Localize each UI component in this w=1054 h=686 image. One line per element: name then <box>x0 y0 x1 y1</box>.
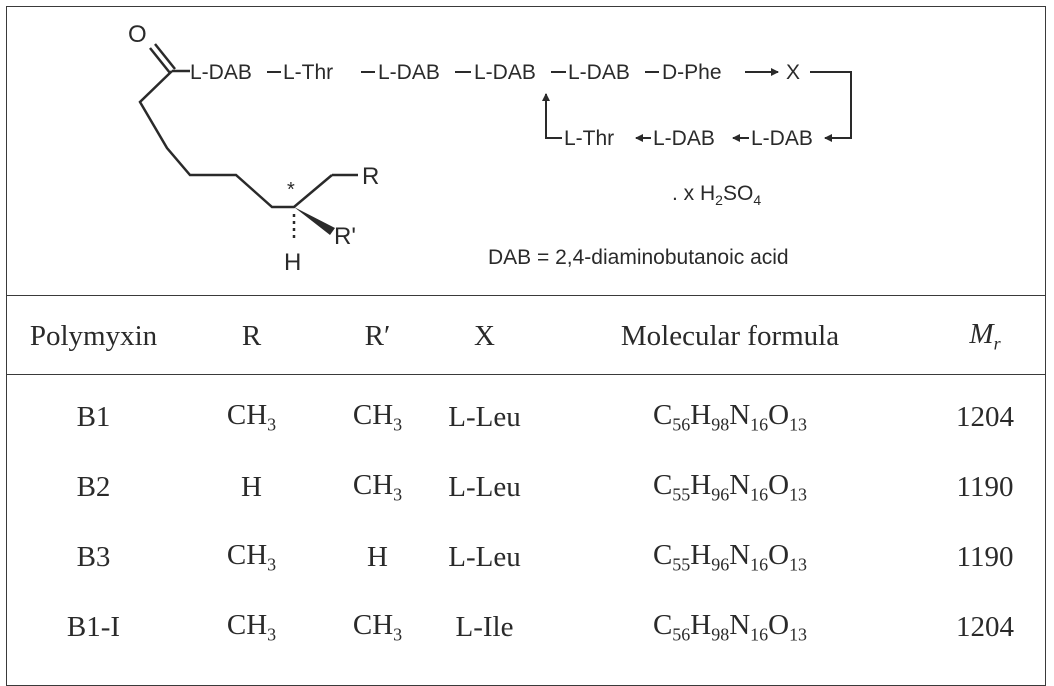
cell-r-prime: CH3 <box>352 468 403 505</box>
cell-x: L-Leu <box>448 400 521 433</box>
residue-5: L-DAB <box>568 61 630 84</box>
cell-mr: 1190 <box>956 540 1014 573</box>
cell-r: CH3 <box>226 398 277 435</box>
cell-formula: C56H98N16O13 <box>652 608 808 645</box>
residue-x: X <box>786 61 800 84</box>
ring-closure-arrow <box>810 71 852 142</box>
table-body: B1 CH3 CH3 L-Leu C56H98N16O13 1204 B2 H … <box>6 374 1046 662</box>
substituent-r-prime: R' <box>334 223 356 250</box>
residue-4: L-DAB <box>474 61 536 84</box>
peptide-chain-bottom: L-DAB L-DAB L-Thr <box>564 127 813 150</box>
residue-6: D-Phe <box>662 61 722 84</box>
carbonyl-bond <box>149 47 171 74</box>
polymyxin-structure: O * R R' H L-DAB L-Thr L-DAB L-DAB L-DAB… <box>0 0 1054 296</box>
cell-polymyxin: B3 <box>76 540 111 573</box>
cell-r-prime: CH3 <box>352 398 403 435</box>
wedge-bond <box>294 207 335 235</box>
polymyxin-table: Polymyxin R R′ X Molecular formula Mr B1… <box>6 298 1046 662</box>
cell-mr: 1204 <box>956 400 1014 433</box>
table-header-row: Polymyxin R R′ X Molecular formula Mr <box>6 298 1046 374</box>
cell-r: H <box>241 470 262 503</box>
cell-formula: C55H96N16O13 <box>652 468 808 505</box>
structure-drawing: O * R R' H L-DAB L-Thr L-DAB L-DAB L-DAB… <box>128 21 852 276</box>
table-row: B1 CH3 CH3 L-Leu C56H98N16O13 1204 <box>6 374 1046 452</box>
hydrogen-atom: H <box>284 249 301 276</box>
cell-r-prime: CH3 <box>352 608 403 645</box>
header-mr: Mr <box>969 317 1001 354</box>
header-r-prime: R′ <box>364 319 391 352</box>
residue-7: L-Thr <box>564 127 614 150</box>
cell-polymyxin: B1 <box>76 400 111 433</box>
cell-polymyxin: B1-I <box>66 610 121 643</box>
header-molecular-formula: Molecular formula <box>620 319 840 352</box>
branch-arrow <box>542 93 562 139</box>
cell-polymyxin: B2 <box>76 470 111 503</box>
table-row: B3 CH3 H L-Leu C55H96N16O13 1190 <box>6 522 1046 592</box>
peptide-chain-top: L-DAB L-Thr L-DAB L-DAB L-DAB D-Phe X <box>190 61 800 84</box>
cell-r: CH3 <box>226 608 277 645</box>
residue-1: L-DAB <box>190 61 252 84</box>
cell-formula: C56H98N16O13 <box>652 398 808 435</box>
header-polymyxin: Polymyxin <box>29 319 158 352</box>
cell-mr: 1190 <box>956 470 1014 503</box>
cell-formula: C55H96N16O13 <box>652 538 808 575</box>
residue-3: L-DAB <box>378 61 440 84</box>
header-r: R <box>241 319 262 352</box>
cell-mr: 1204 <box>956 610 1014 643</box>
salt-label: . x H2SO4 <box>672 182 761 208</box>
stereocenter-mark: * <box>287 179 295 201</box>
cell-r-prime: H <box>367 540 388 573</box>
header-rule-top <box>6 295 1046 296</box>
residue-2: L-Thr <box>283 61 333 84</box>
header-x: X <box>474 319 495 352</box>
header-rule-bottom <box>6 374 1046 375</box>
residue-9: L-DAB <box>751 127 813 150</box>
dab-definition: DAB = 2,4-diaminobutanoic acid <box>488 246 789 269</box>
cell-x: L-Leu <box>448 540 521 573</box>
table-row: B2 H CH3 L-Leu C55H96N16O13 1190 <box>6 452 1046 522</box>
carbonyl-bond-double <box>154 43 176 70</box>
oxygen-atom: O <box>128 21 147 48</box>
substituent-r: R <box>362 163 379 190</box>
table-row: B1-I CH3 CH3 L-Ile C56H98N16O13 1204 <box>6 592 1046 662</box>
fatty-acid-chain <box>138 70 333 209</box>
cell-x: L-Ile <box>455 610 514 643</box>
cell-x: L-Leu <box>448 470 521 503</box>
residue-8: L-DAB <box>653 127 715 150</box>
cell-r: CH3 <box>226 538 277 575</box>
